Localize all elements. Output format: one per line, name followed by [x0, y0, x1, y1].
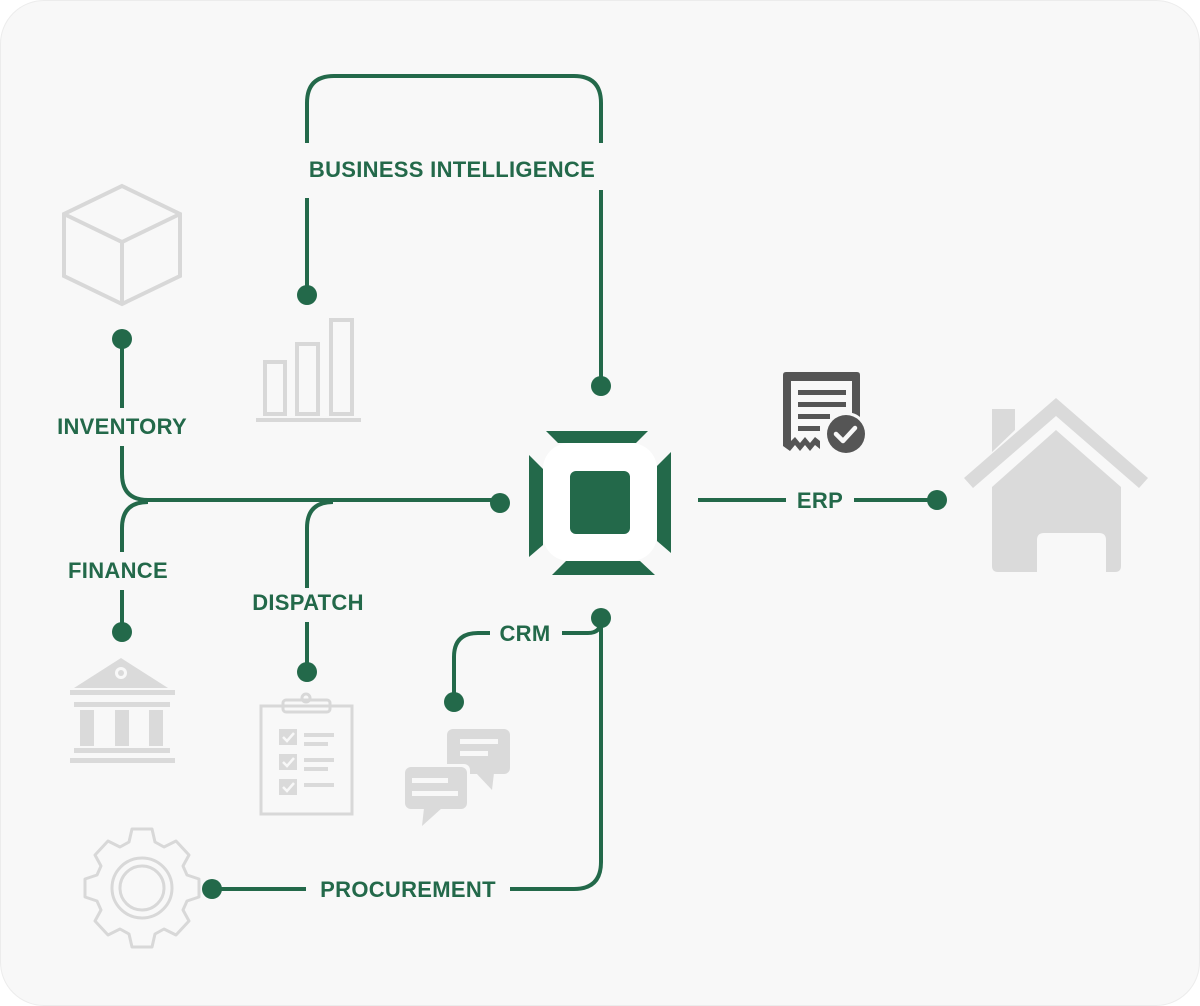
inventory-connector [120, 339, 500, 502]
clipboard-checklist-icon [259, 692, 354, 816]
dot-bi-chart [297, 285, 317, 305]
label-erp: ERP [797, 488, 843, 513]
bar-chart-icon [256, 318, 361, 422]
box-icon [62, 183, 182, 307]
dot-procurement [202, 879, 222, 899]
chat-bubbles-icon [402, 729, 510, 826]
dot-inventory [112, 329, 132, 349]
label-procurement: PROCUREMENT [320, 877, 496, 902]
label-inventory: INVENTORY [57, 414, 187, 439]
dot-bi-hub [591, 376, 611, 396]
dot-crm [444, 692, 464, 712]
document-check-icon [783, 372, 868, 456]
endpoint-dots [112, 285, 947, 899]
dot-hub-bottom [591, 608, 611, 628]
dot-hub-left [490, 493, 510, 513]
dot-erp [927, 490, 947, 510]
label-dispatch: DISPATCH [252, 590, 364, 615]
label-crm: CRM [499, 621, 550, 646]
dot-finance [112, 622, 132, 642]
dot-dispatch [297, 662, 317, 682]
bi-connector [305, 74, 603, 386]
hub-chip-icon [529, 431, 671, 575]
label-finance: FINANCE [68, 558, 168, 583]
labels: BUSINESS INTELLIGENCE INVENTORY FINANCE … [57, 157, 843, 902]
label-business-intelligence: BUSINESS INTELLIGENCE [309, 157, 595, 182]
dispatch-connector [305, 500, 334, 672]
gear-icon [83, 827, 201, 949]
procurement-connector [212, 620, 603, 891]
house-icon [964, 398, 1148, 572]
bank-icon [70, 658, 175, 763]
